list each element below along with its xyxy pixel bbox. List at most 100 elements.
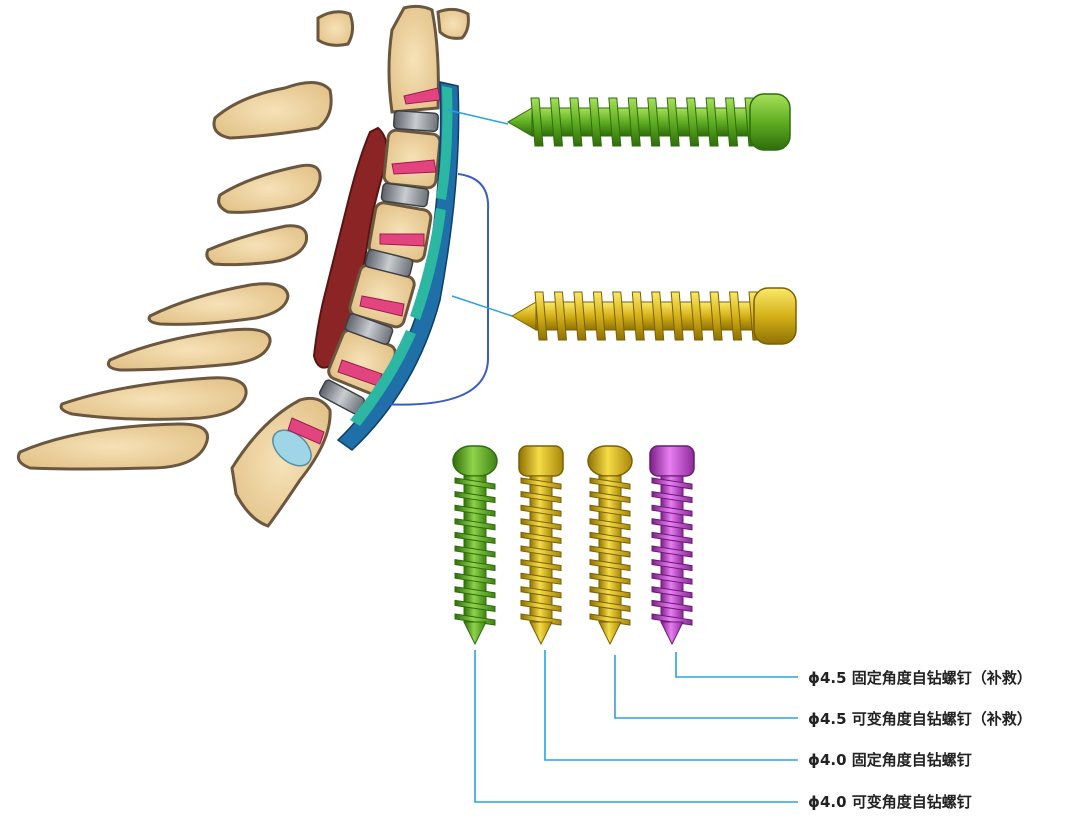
gold-fixed-screw-horizontal <box>511 287 797 345</box>
label-45-fixed-rescue: ɸ4.5 固定角度自钻螺钉（补救） <box>808 669 1032 687</box>
screw-thread <box>520 477 562 490</box>
screw-thread <box>520 559 562 572</box>
screw-thread <box>651 504 693 517</box>
screw-thread <box>651 599 693 612</box>
screw-thread <box>454 504 496 517</box>
leader-mid-screw <box>451 295 513 317</box>
ossified-ligament <box>312 126 388 369</box>
screw-thread <box>709 291 723 341</box>
magenta-screw-45-fixed <box>649 445 695 646</box>
screw-thread <box>651 518 693 531</box>
screw-thread <box>631 291 645 341</box>
screw-thread <box>589 518 631 531</box>
screw-thread <box>589 491 631 504</box>
screw-head <box>587 445 633 477</box>
anterior-plate <box>336 81 460 451</box>
green-screw-40-variable <box>452 445 498 646</box>
screw-thread <box>651 545 693 558</box>
leader-top-screw <box>447 109 509 125</box>
screw-thread <box>686 97 700 147</box>
screw-thread <box>651 291 665 341</box>
leader-line-2 <box>544 650 798 761</box>
screw-thread <box>549 97 563 147</box>
screw-head <box>753 287 797 345</box>
range-bracket <box>379 173 490 406</box>
screw-thread <box>520 572 562 585</box>
screw-thread <box>589 599 631 612</box>
label-40-fixed: ɸ4.0 固定角度自钻螺钉 <box>808 751 972 769</box>
label-leader-lines <box>474 650 798 803</box>
implanted-screws <box>287 87 441 445</box>
screw-tip <box>660 621 684 646</box>
screw-thread <box>666 97 680 147</box>
screw-head <box>452 445 498 477</box>
screw-thread <box>520 599 562 612</box>
spinous-processes <box>16 7 470 471</box>
screw-thread <box>589 545 631 558</box>
screw-thread <box>589 586 631 599</box>
screw-thread <box>454 518 496 531</box>
screw-thread <box>651 531 693 544</box>
screw-tip <box>511 301 537 331</box>
screw-thread <box>454 491 496 504</box>
intervertebral-discs <box>272 110 440 467</box>
label-45-variable-rescue: ɸ4.5 可变角度自钻螺钉（补救） <box>808 710 1032 728</box>
leader-line-1 <box>474 650 798 803</box>
screw-thread <box>520 518 562 531</box>
screw-thread <box>520 545 562 558</box>
screw-thread <box>454 586 496 599</box>
screw-thread <box>589 477 631 490</box>
screw-thread <box>670 291 684 341</box>
gold-screw-45-variable <box>587 445 633 646</box>
screw-thread <box>729 291 743 341</box>
screw-thread <box>651 477 693 490</box>
screw-thread <box>612 291 626 341</box>
screw-thread <box>454 477 496 490</box>
screw-thread <box>454 531 496 544</box>
screw-thread <box>589 531 631 544</box>
screw-thread <box>520 504 562 517</box>
screw-thread <box>651 572 693 585</box>
screw-thread <box>705 97 719 147</box>
screw-tip <box>598 621 622 646</box>
screw-thread <box>454 572 496 585</box>
screw-thread <box>534 291 548 341</box>
screw-thread <box>690 291 704 341</box>
screw-thread <box>530 97 544 147</box>
screw-thread <box>592 291 606 341</box>
screw-tip <box>529 621 553 646</box>
leader-line-4 <box>675 652 798 678</box>
screw-thread <box>589 559 631 572</box>
screw-thread <box>573 291 587 341</box>
screw-thread <box>589 572 631 585</box>
screw-thread <box>454 559 496 572</box>
screw-thread <box>454 545 496 558</box>
screw-thread <box>651 586 693 599</box>
screw-tip <box>463 621 487 646</box>
screw-tip <box>507 107 533 137</box>
screw-thread <box>725 97 739 147</box>
screw-shaft <box>535 301 759 331</box>
gold-screw-40-fixed <box>518 445 564 646</box>
screw-thread <box>651 559 693 572</box>
screw-head <box>649 445 695 477</box>
screw-shaft <box>531 107 755 137</box>
green-fixed-screw-horizontal <box>507 93 791 151</box>
screw-thread <box>588 97 602 147</box>
screw-thread <box>520 491 562 504</box>
screw-thread <box>454 599 496 612</box>
screw-head <box>749 93 791 151</box>
screw-thread <box>553 291 567 341</box>
screw-thread <box>608 97 622 147</box>
screw-thread <box>647 97 661 147</box>
screw-thread <box>520 531 562 544</box>
screw-thread <box>589 504 631 517</box>
screw-head <box>518 445 564 477</box>
screw-thread <box>569 97 583 147</box>
screw-thread <box>627 97 641 147</box>
screw-thread <box>520 586 562 599</box>
label-40-variable: ɸ4.0 可变角度自钻螺钉 <box>808 793 972 811</box>
screw-thread <box>651 491 693 504</box>
